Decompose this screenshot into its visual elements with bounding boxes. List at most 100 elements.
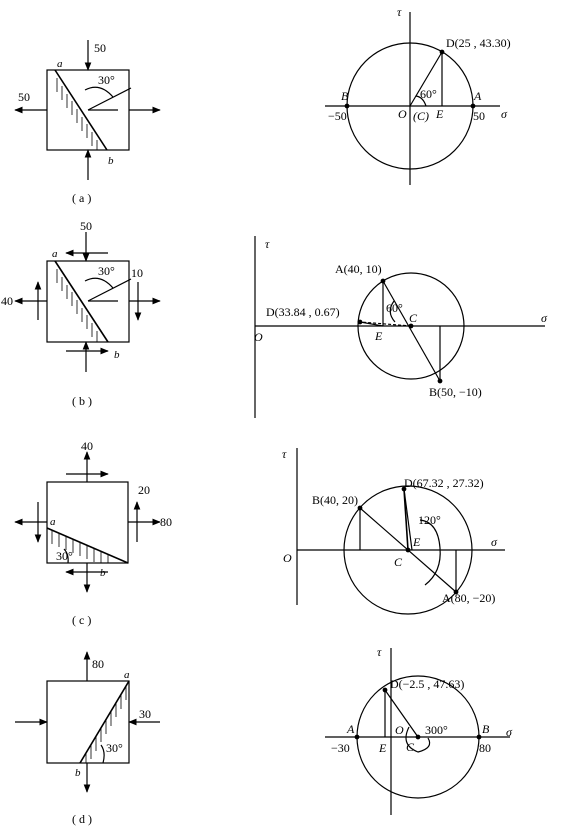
O-label: O	[254, 330, 263, 344]
point-A	[380, 278, 386, 284]
B-label: B	[341, 89, 349, 103]
angle-arc	[389, 300, 396, 323]
angle-label: 30°	[98, 73, 115, 87]
A-label: A	[346, 722, 355, 736]
angle-arc	[415, 95, 427, 107]
E-label: E	[378, 741, 387, 755]
cut-plane	[46, 527, 129, 564]
sigma-label: σ	[506, 725, 513, 739]
cut-plane	[54, 69, 108, 151]
B-label: B	[482, 722, 490, 736]
label-top: 50	[80, 219, 92, 233]
sigma-label: σ	[491, 535, 498, 549]
point-C	[405, 547, 411, 553]
point-C	[415, 734, 421, 740]
label-right: 80	[160, 515, 172, 529]
element-a	[14, 40, 161, 180]
circle	[343, 485, 473, 615]
line-OD	[409, 51, 443, 107]
normal-line	[87, 278, 132, 302]
C-label: C	[406, 740, 415, 754]
line-DE	[359, 321, 384, 327]
point-D	[439, 49, 445, 55]
element-c	[14, 451, 161, 593]
mohr-circle-c	[296, 448, 505, 615]
angle-label: 30°	[98, 264, 115, 278]
D-label: D(25 , 43.30)	[446, 36, 511, 50]
corner-b: b	[75, 767, 81, 779]
caption: ( a )	[72, 191, 91, 205]
label-right-top: 20	[138, 483, 150, 497]
point-D	[382, 687, 388, 693]
D-label: D(−2.5 , 47.63)	[390, 677, 464, 691]
label-left: 40	[1, 294, 13, 308]
angle-arc	[405, 726, 431, 753]
line-CD	[359, 321, 412, 327]
mohr-circle-d	[325, 648, 510, 815]
label-top: 80	[92, 657, 104, 671]
sigma-label: σ	[541, 311, 548, 325]
panel-b: 50 40 10 a b 30° ( b ) τ σ A(40, 10) D(3…	[1, 219, 548, 418]
tau-label: τ	[265, 237, 270, 251]
circle	[357, 272, 465, 380]
caption: ( b )	[72, 394, 92, 408]
E-label: E	[412, 535, 421, 549]
tau-label: τ	[282, 447, 287, 461]
line-CD	[403, 488, 409, 551]
tau-label: τ	[397, 5, 402, 19]
A-label: A(80, −20)	[442, 591, 495, 605]
hatch	[85, 686, 127, 763]
point-A	[470, 103, 476, 109]
point-D	[357, 319, 363, 325]
O-label: O	[395, 723, 404, 737]
point-B	[476, 734, 482, 740]
corner-b: b	[108, 155, 114, 167]
B-label: B(40, 20)	[312, 493, 358, 507]
corner-b: b	[100, 567, 106, 579]
sigma-label: σ	[501, 107, 508, 121]
element-d	[15, 651, 160, 793]
C-label: C	[394, 555, 403, 569]
angle-label: 60°	[420, 87, 437, 101]
corner-a: a	[52, 248, 58, 260]
E-label: E	[435, 107, 444, 121]
hatch	[56, 269, 98, 342]
angle-label: 120°	[418, 513, 441, 527]
point-B	[437, 378, 443, 384]
corner-a: a	[124, 669, 130, 681]
label-top: 50	[94, 41, 106, 55]
line-CD	[384, 689, 419, 738]
mohr-circle-a	[325, 12, 500, 185]
caption: ( d )	[72, 812, 92, 826]
C-label: C	[409, 311, 418, 325]
point-C	[408, 323, 414, 329]
corner-a: a	[50, 516, 56, 528]
m30-label: −30	[331, 741, 350, 755]
C-label: (C)	[413, 109, 429, 123]
normal-line	[87, 87, 132, 111]
point-D	[401, 486, 407, 492]
cut-plane	[54, 260, 109, 343]
O-label: O	[283, 551, 292, 565]
hatch	[56, 78, 98, 150]
angle-arc	[63, 548, 69, 564]
p50-label: 50	[473, 109, 485, 123]
angle-label: 30°	[56, 549, 73, 563]
angle-label: 30°	[106, 741, 123, 755]
line-DE	[403, 488, 413, 551]
O-label: O	[398, 107, 407, 121]
panel-a: 50 50 a b 30° ( a ) τ σ D(25 , 43.30) B …	[14, 5, 511, 205]
angle-arc	[419, 519, 441, 586]
point-A	[354, 734, 360, 740]
D-label: D(33.84 , 0.67)	[266, 305, 340, 319]
p80-label: 80	[479, 741, 491, 755]
panel-c: 40 20 80 a b 30° ( c ) τ σ D(67.32 , 27.…	[14, 439, 505, 627]
angle-label: 300°	[425, 723, 448, 737]
label-left: 50	[18, 90, 30, 104]
angle-label: 60°	[386, 301, 403, 315]
angle-arc	[84, 86, 114, 98]
label-right: 30	[139, 707, 151, 721]
corner-b: b	[114, 349, 120, 361]
point-A	[453, 589, 459, 595]
point-B	[344, 103, 350, 109]
